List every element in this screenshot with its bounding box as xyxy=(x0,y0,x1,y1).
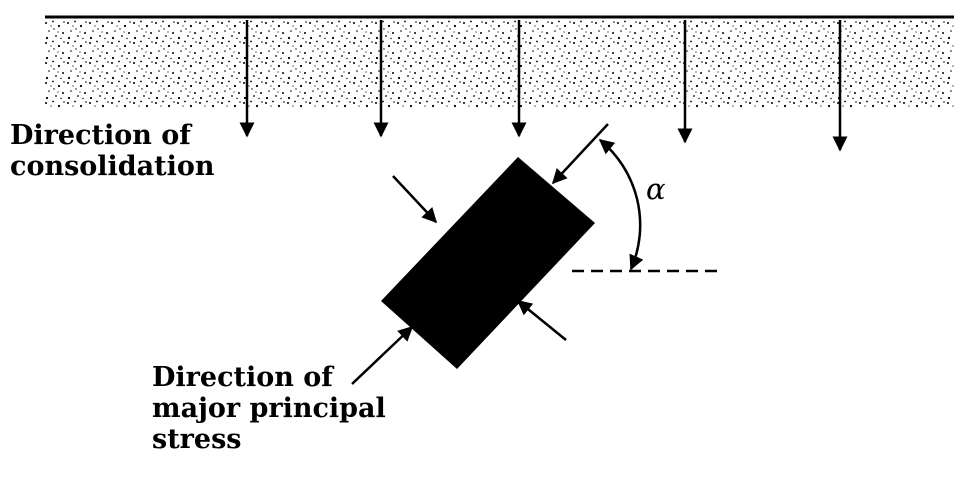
consolidation-label: Direction of consolidation xyxy=(10,120,215,182)
consolidation-label-line2: consolidation xyxy=(10,151,215,182)
angle-arc xyxy=(598,139,644,271)
stress-arrow-upper-left xyxy=(392,175,438,224)
stress-label-line2: major principal xyxy=(152,393,386,424)
soil-element xyxy=(381,157,595,369)
major-principal-stress-label: Direction of major principal stress xyxy=(152,362,386,455)
stress-arrow-lower-right xyxy=(516,300,567,341)
stress-arrow-lower-left xyxy=(351,325,414,385)
consolidation-arrows xyxy=(239,20,848,152)
angle-alpha-label: α xyxy=(646,172,666,206)
consolidation-label-line1: Direction of xyxy=(10,120,191,151)
stress-arrows xyxy=(351,123,609,385)
soil-layer xyxy=(45,20,954,108)
stress-arrow-upper-right xyxy=(551,123,609,185)
stress-label-line3: stress xyxy=(152,424,242,455)
stress-label-line1: Direction of xyxy=(152,362,333,393)
